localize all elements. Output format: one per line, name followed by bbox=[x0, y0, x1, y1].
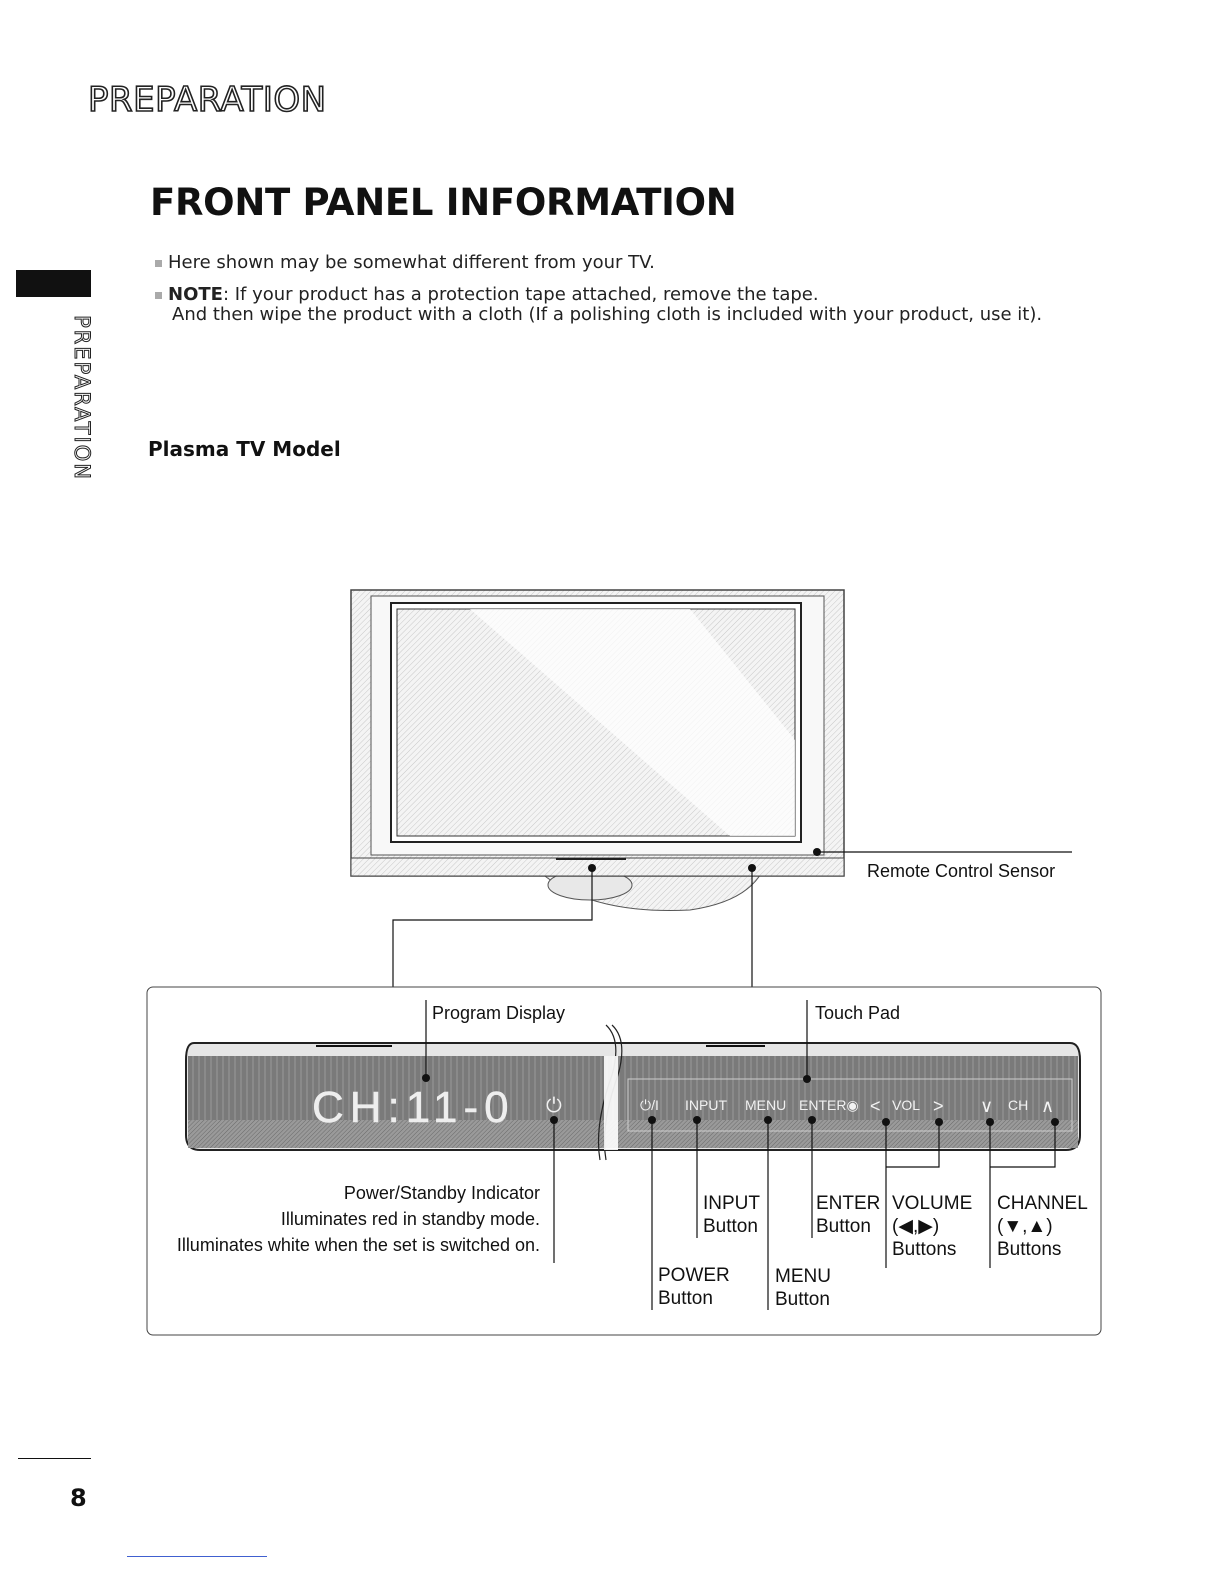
bullet-icon bbox=[155, 259, 162, 267]
side-tab-marker bbox=[16, 270, 91, 297]
power-indicator-description: Power/Standby Indicator Illuminates red … bbox=[150, 1180, 540, 1258]
volume-up-icon[interactable]: > bbox=[933, 1096, 944, 1116]
channel-buttons-callout: CHANNEL (▼,▲) Buttons bbox=[997, 1192, 1088, 1261]
touch-pad-labels: ⏻/I INPUT MENU ENTER◉ < VOL > ∨ CH ∧ bbox=[640, 1096, 1054, 1116]
page-number: 8 bbox=[70, 1484, 87, 1512]
menu-button-label[interactable]: MENU bbox=[745, 1097, 786, 1113]
callout-title: ENTER bbox=[816, 1193, 881, 1214]
note-continuation: And then wipe the product with a cloth (… bbox=[172, 304, 1043, 325]
enter-button-label[interactable]: ENTER◉ bbox=[799, 1097, 859, 1113]
volume-label: VOL bbox=[892, 1097, 920, 1113]
callout-arrows: (▼,▲) bbox=[997, 1216, 1053, 1237]
callout-sub: Button bbox=[775, 1289, 830, 1310]
callout-arrows: (◀,▶) bbox=[892, 1216, 940, 1237]
footer-rule bbox=[18, 1458, 91, 1459]
callout-sub: Button bbox=[816, 1216, 871, 1237]
input-button-label[interactable]: INPUT bbox=[685, 1097, 727, 1113]
front-panel-strip bbox=[185, 1024, 1081, 1161]
standby-indicator-icon: ⏻ bbox=[546, 1095, 562, 1117]
enter-button-callout: ENTER Button bbox=[816, 1192, 880, 1238]
callout-title: VOLUME bbox=[892, 1193, 973, 1214]
callout-title: CHANNEL bbox=[997, 1193, 1088, 1214]
page-title: FRONT PANEL INFORMATION bbox=[150, 181, 737, 224]
callout-sub: Buttons bbox=[997, 1239, 1062, 1260]
tv-illustration bbox=[350, 589, 845, 911]
program-display-readout: CH:11-0 bbox=[312, 1083, 515, 1132]
bullet-icon bbox=[155, 291, 162, 299]
menu-button-callout: MENU Button bbox=[775, 1265, 831, 1311]
note-label: NOTE bbox=[168, 284, 223, 305]
indicator-line: Illuminates white when the set is switch… bbox=[176, 1235, 540, 1255]
power-button-label[interactable]: ⏻/I bbox=[640, 1097, 659, 1113]
indicator-title: Power/Standby Indicator bbox=[343, 1183, 540, 1203]
callout-sub: Button bbox=[703, 1216, 758, 1237]
section-header: PREPARATION bbox=[87, 79, 327, 121]
channel-label: CH bbox=[1008, 1097, 1028, 1113]
footer-link-underline bbox=[127, 1556, 267, 1557]
remote-sensor-label: Remote Control Sensor bbox=[867, 861, 1056, 881]
channel-down-icon[interactable]: ∨ bbox=[980, 1096, 993, 1116]
volume-down-icon[interactable]: < bbox=[870, 1096, 881, 1116]
callout-title: INPUT bbox=[703, 1193, 760, 1214]
channel-up-icon[interactable]: ∧ bbox=[1041, 1096, 1054, 1116]
note-text: Here shown may be somewhat different fro… bbox=[168, 252, 655, 273]
indicator-line: Illuminates red in standby mode. bbox=[280, 1209, 540, 1229]
volume-buttons-callout: VOLUME (◀,▶) Buttons bbox=[892, 1192, 972, 1261]
power-button-callout: POWER Button bbox=[658, 1264, 730, 1310]
side-tab-label: PREPARATION bbox=[70, 315, 95, 482]
callout-title: POWER bbox=[658, 1265, 730, 1286]
input-button-callout: INPUT Button bbox=[703, 1192, 760, 1238]
note-item: Here shown may be somewhat different fro… bbox=[155, 252, 655, 273]
note-text: : If your product has a protection tape … bbox=[222, 284, 819, 305]
model-label: Plasma TV Model bbox=[148, 437, 341, 461]
callout-sub: Buttons bbox=[892, 1239, 957, 1260]
callout-title: MENU bbox=[775, 1266, 831, 1287]
program-display-label: Program Display bbox=[432, 1003, 566, 1023]
callout-sub: Button bbox=[658, 1288, 713, 1309]
note-item: NOTE: If your product has a protection t… bbox=[155, 284, 819, 305]
touch-pad-label: Touch Pad bbox=[815, 1003, 901, 1023]
